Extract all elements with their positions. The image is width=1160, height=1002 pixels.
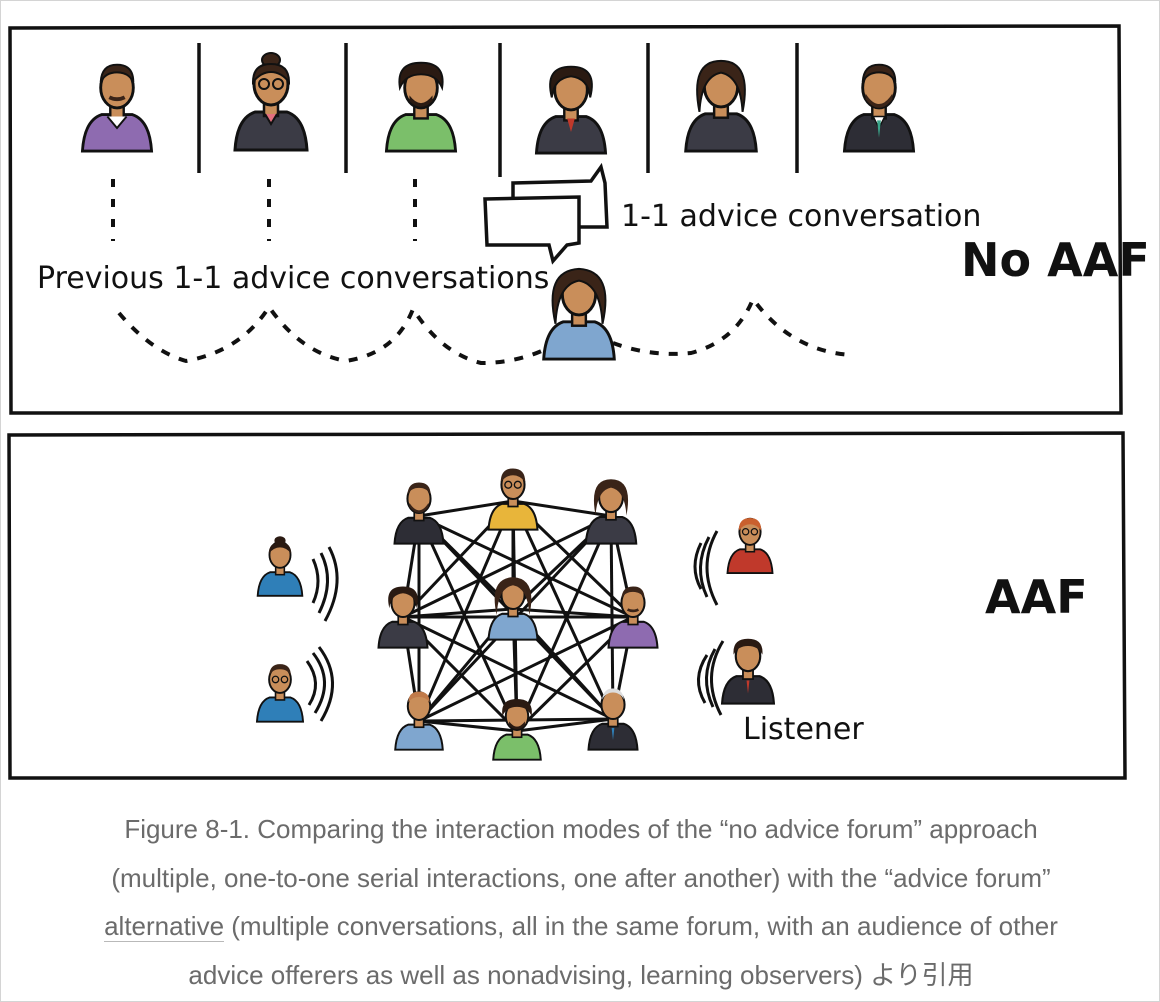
previous-conversations-label: Previous 1-1 advice conversations [37,261,549,296]
forum-participant-6 [395,692,443,750]
person-separators [197,43,799,177]
alternative-link[interactable]: alternative [104,911,225,942]
listener-right-2 [722,638,774,704]
advisor-icon-4 [536,65,605,153]
forum-participant-2 [489,468,538,529]
forum-participant-center [489,577,538,640]
advisor-icon-2 [235,52,307,150]
caption-line-3-rest: (multiple conversations, all in the same… [224,911,1058,941]
caption-line-1: Figure 8-1. Comparing the interaction mo… [124,814,1038,844]
bottom-panel: Listener AAF [7,431,1127,780]
dotted-connectors [111,179,417,241]
advisor-icon-6 [844,63,913,151]
bottom-panel-border [7,431,1127,780]
current-conversation-label: 1-1 advice conversation [621,199,981,234]
forum-participant-8 [589,688,638,749]
forum-participant-1 [395,482,444,543]
top-panel-border [8,24,1123,415]
caption-line-3: alternative (multiple conversations, all… [31,902,1131,951]
advisor-icon-1 [82,63,151,151]
figure-diagram: 1-1 advice conversation Previous 1-1 adv… [7,24,1150,780]
advisor-icon-5 [686,59,757,151]
top-panel: 1-1 advice conversation Previous 1-1 adv… [8,24,1150,415]
caption-line-4: advice offerers as well as nonadvising, … [188,959,974,990]
forum-participant-3 [586,479,636,543]
listener-left-2 [257,664,303,722]
forum-participant-4 [379,586,428,647]
advisor-icon-3 [386,61,455,151]
listener-right-1 [728,518,773,573]
speech-bubbles-icon [483,162,609,265]
no-aaf-label: No AAF [961,233,1150,287]
figure-caption: Figure 8-1. Comparing the interaction mo… [31,805,1131,999]
listener-label: Listener [743,712,864,747]
forum-participant-5 [609,586,658,647]
sound-waves-icon [305,530,725,722]
aaf-label: AAF [985,570,1088,624]
timeline-dashed-arc [117,294,852,366]
advisee-icon [544,267,615,359]
listener-left-1 [258,536,303,596]
forum-participant-7 [493,698,541,760]
caption-line-2: (multiple, one-to-one serial interaction… [111,862,1051,893]
